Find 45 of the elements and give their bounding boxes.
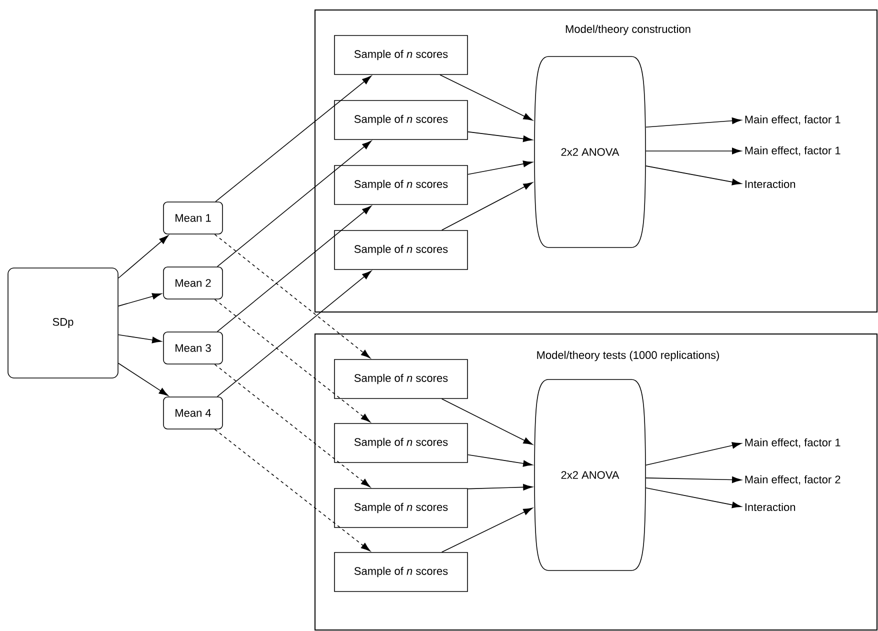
output-label: Main effect, factor 2 xyxy=(745,475,840,485)
arrow xyxy=(468,454,533,467)
output-label: Main effect, factor 1 xyxy=(745,438,840,448)
arrow xyxy=(646,476,742,484)
arrow xyxy=(216,270,372,397)
sample-box: Sample of n scores xyxy=(334,230,468,270)
source-box: SDp xyxy=(8,268,118,378)
arrow xyxy=(440,74,533,121)
sample-box: Sample of n scores xyxy=(334,100,468,140)
arrow xyxy=(214,364,370,488)
arrow xyxy=(118,235,169,279)
output-label: Main effect, factor 1 xyxy=(745,146,840,156)
arrow xyxy=(216,140,372,267)
arrow xyxy=(646,166,742,186)
arrow xyxy=(441,182,533,230)
mean-box: Mean 1 xyxy=(163,202,223,234)
arrow xyxy=(468,131,533,142)
sample-box: Sample of n scores xyxy=(334,423,468,463)
arrow xyxy=(646,488,742,508)
arrow xyxy=(214,429,370,552)
sample-box: Sample of n scores xyxy=(334,552,468,592)
mean-box: Mean 2 xyxy=(163,266,223,300)
arrow xyxy=(118,334,162,344)
arrow xyxy=(646,118,742,128)
sample-box: Sample of n scores xyxy=(334,165,468,205)
arrow xyxy=(214,299,370,422)
arrow xyxy=(646,148,742,154)
sample-box: Sample of n scores xyxy=(334,35,468,75)
arrow xyxy=(441,508,533,552)
arrow xyxy=(468,484,533,490)
arrow xyxy=(468,160,533,175)
arrow xyxy=(214,234,370,358)
arrow xyxy=(441,398,533,445)
arrow xyxy=(215,76,372,202)
arrow xyxy=(216,206,372,332)
sample-box: Sample of n scores xyxy=(334,488,468,528)
sample-box: Sample of n scores xyxy=(334,359,468,399)
arrow xyxy=(646,442,742,466)
output-label: Interaction xyxy=(745,502,796,512)
output-label: Main effect, factor 1 xyxy=(745,115,840,125)
arrow xyxy=(118,293,162,306)
mean-box: Mean 4 xyxy=(163,396,223,430)
mean-box: Mean 3 xyxy=(163,332,223,364)
output-label: Interaction xyxy=(745,180,796,188)
arrow xyxy=(118,362,168,396)
